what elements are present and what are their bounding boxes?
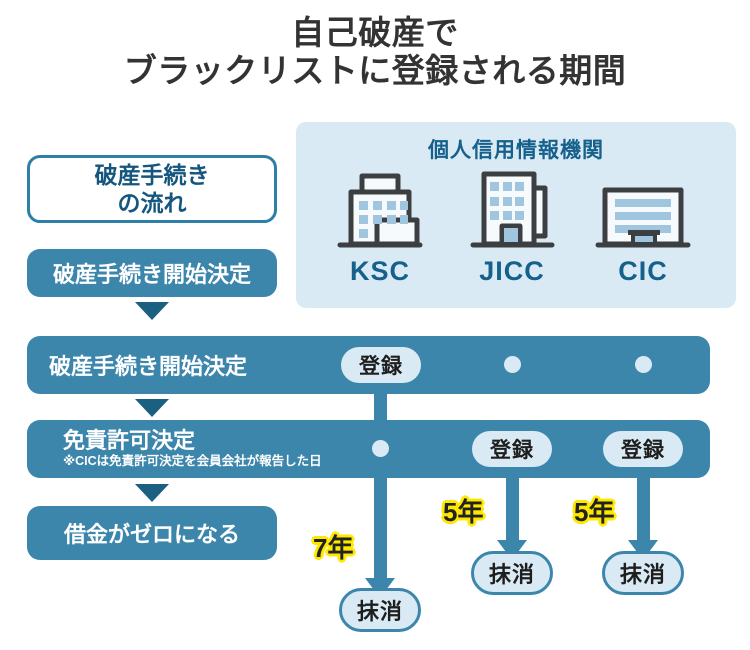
timeline-row-discharge-decision: 免責許可決定 ※CICは免責許可決定を会員会社が報告した日 (27, 420, 710, 478)
agency-column-cic: CIC (577, 168, 709, 287)
credit-agencies-heading: 個人信用情報機関 (428, 139, 604, 162)
duration-label-ksc: 7年 (313, 533, 354, 563)
page-title: 自己破産で ブラックリストに登録される期間 (0, 14, 750, 90)
row-label: 免責許可決定 ※CICは免責許可決定を会員会社が報告した日 (63, 420, 322, 478)
registration-pill-label: 登録 (359, 355, 403, 378)
erasure-pill-label: 抹消 (356, 599, 403, 624)
agency-label: KSC (349, 256, 410, 286)
registration-pill-label: 登録 (621, 439, 665, 462)
agency-column-ksc: KSC (314, 168, 446, 287)
credit-agencies-panel: 個人信用情報機関 KSC (296, 122, 736, 308)
flow-header-line-2: の流れ (117, 190, 187, 216)
down-arrow-icon (135, 484, 169, 502)
office-building-icon (446, 168, 578, 254)
timeline-dot-ksc-row2 (372, 440, 389, 457)
down-arrow-icon (135, 302, 169, 320)
registration-pill-jicc: 登録 (472, 431, 552, 467)
duration-label-cic: 5年 (574, 497, 615, 527)
erasure-pill-jicc: 抹消 (471, 551, 553, 595)
row-label: 破産手続き開始決定 (49, 336, 247, 394)
agency-label: JICC (479, 256, 545, 286)
title-line-1: 自己破産で (291, 14, 459, 51)
registration-pill-ksc: 登録 (341, 347, 421, 383)
flow-step-box-1: 破産手続き開始決定 (27, 249, 277, 297)
connector-line-ksc (374, 356, 387, 606)
duration-label-jicc: 5年 (443, 497, 484, 527)
row-label-text: 免責許可決定 (63, 428, 196, 453)
down-arrow-icon (135, 399, 169, 417)
timeline-dot-jicc-row1 (504, 356, 521, 373)
row-label-text: 借金がゼロになる (63, 522, 240, 547)
row-note-text: ※CICは免責許可決定を会員会社が報告した日 (63, 454, 322, 468)
office-building-icon (314, 168, 446, 254)
timeline-row-debt-zero: 借金がゼロになる (27, 506, 277, 560)
erasure-pill-ksc: 抹消 (339, 588, 421, 632)
flow-step-1-label: 破産手続き開始決定 (52, 262, 251, 287)
flow-header-line-1: 破産手続き (94, 162, 210, 188)
title-line-2: ブラックリストに登録される期間 (123, 52, 627, 89)
row-label-text: 破産手続き開始決定 (49, 354, 248, 379)
erasure-pill-cic: 抹消 (602, 551, 684, 595)
agency-label: CIC (618, 256, 668, 286)
row-label: 借金がゼロになる (27, 506, 277, 560)
timeline-dot-cic-row1 (635, 356, 652, 373)
registration-pill-label: 登録 (490, 439, 534, 462)
registration-pill-cic: 登録 (603, 431, 683, 467)
erasure-pill-label: 抹消 (488, 562, 535, 587)
erasure-pill-label: 抹消 (619, 562, 666, 587)
flow-header-box: 破産手続き の流れ (27, 155, 277, 223)
office-building-icon (577, 168, 709, 254)
agency-column-jicc: JICC (446, 168, 578, 287)
